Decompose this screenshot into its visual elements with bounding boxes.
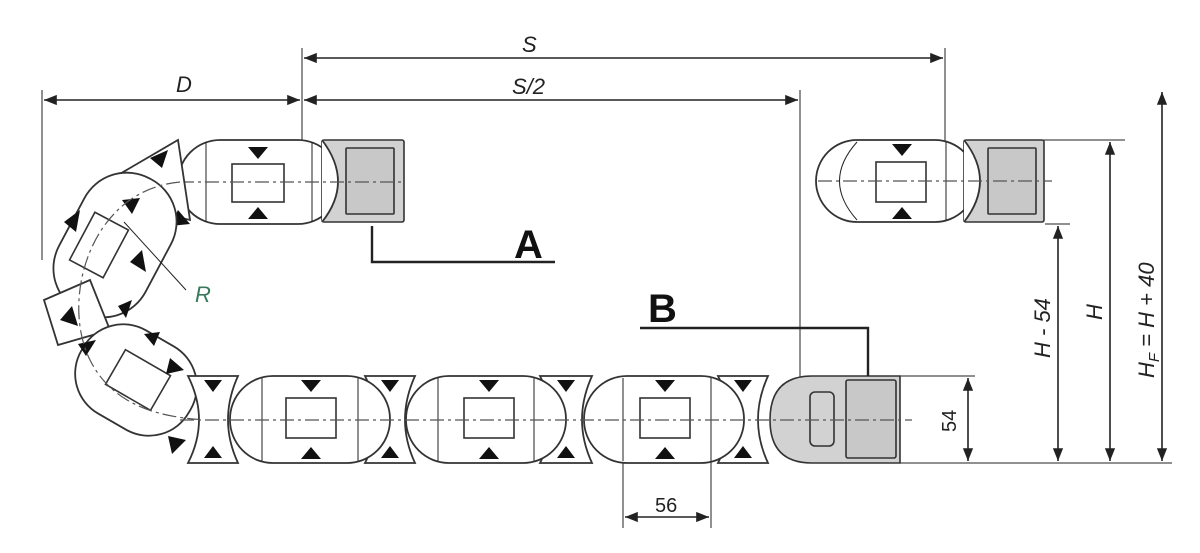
leader-b — [640, 326, 870, 376]
label-radius: R — [195, 282, 211, 307]
label-link-height: 54 — [939, 410, 961, 432]
label-pitch: 56 — [655, 495, 677, 517]
label-hf: HF = H + 40 — [1134, 262, 1163, 378]
fixed-end-view — [815, 139, 1052, 223]
label-d: D — [176, 72, 192, 97]
label-h: H — [1082, 304, 1107, 320]
label-a: A — [514, 223, 543, 267]
lower-run — [180, 375, 912, 464]
dimension-lines — [41, 48, 1172, 528]
label-h-minus-54: H - 54 — [1030, 298, 1055, 358]
label-s-half: S/2 — [512, 74, 545, 99]
chain-bend — [42, 138, 211, 454]
upper-run — [177, 139, 405, 225]
label-s: S — [522, 32, 537, 57]
label-b: B — [648, 287, 677, 331]
leader-a — [370, 226, 555, 264]
